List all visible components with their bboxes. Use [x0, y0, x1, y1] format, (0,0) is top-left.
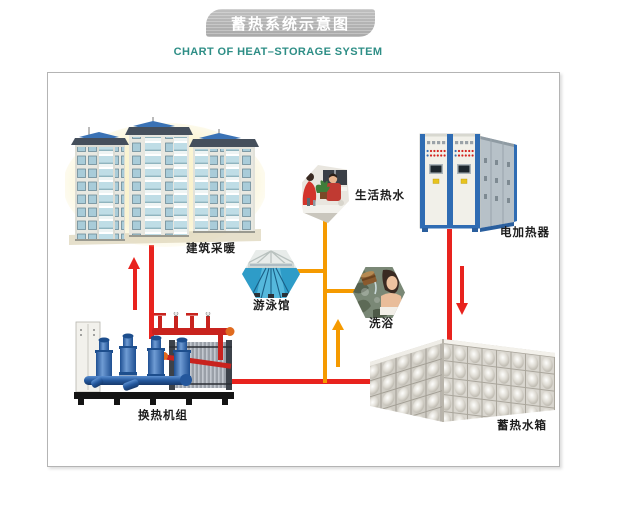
pipe-branch-pool [296, 269, 325, 273]
label-electric-heater: 电加热器 [500, 227, 550, 239]
label-storage-tank: 蓄热水箱 [497, 420, 547, 432]
flow-arrow-down-tank-shaft [460, 266, 464, 303]
storage-tank-image [370, 339, 555, 422]
pipe-exchanger-to-building [149, 245, 154, 339]
label-swimming-pool: 游泳馆 [253, 300, 291, 312]
pipe-exchanger-to-tank [222, 379, 374, 384]
flow-arrow-down-tank [456, 303, 468, 315]
domestic-hot-water-image [302, 165, 349, 223]
pipe-hotwater-main [323, 220, 327, 383]
kitchen-scene [302, 165, 349, 223]
bathing-image [353, 267, 405, 318]
page-title: 蓄热系统示意图 [230, 16, 350, 33]
pipe-branch-bath [326, 289, 356, 293]
flow-arrow-up-building [128, 257, 140, 269]
label-domestic-hot-water: 生活热水 [355, 190, 405, 202]
bath-scene [353, 267, 405, 318]
pipe-heater-to-tank [447, 229, 452, 341]
title-banner: 蓄热系统示意图 [206, 9, 375, 37]
label-bathing: 洗浴 [369, 318, 394, 330]
heat-exchanger-unit-image [74, 312, 235, 405]
label-heat-exchanger: 换热机组 [138, 410, 188, 422]
electric-heater-image [419, 133, 517, 232]
apartment-buildings-image [65, 117, 265, 247]
flow-arrow-up-hotwater-shaft [336, 330, 340, 367]
label-building: 建筑采暖 [186, 243, 236, 255]
flow-arrow-up-building-shaft [133, 268, 137, 310]
page-subtitle: CHART OF HEAT–STORAGE SYSTEM [173, 46, 383, 58]
flow-arrow-up-hotwater [332, 319, 344, 330]
